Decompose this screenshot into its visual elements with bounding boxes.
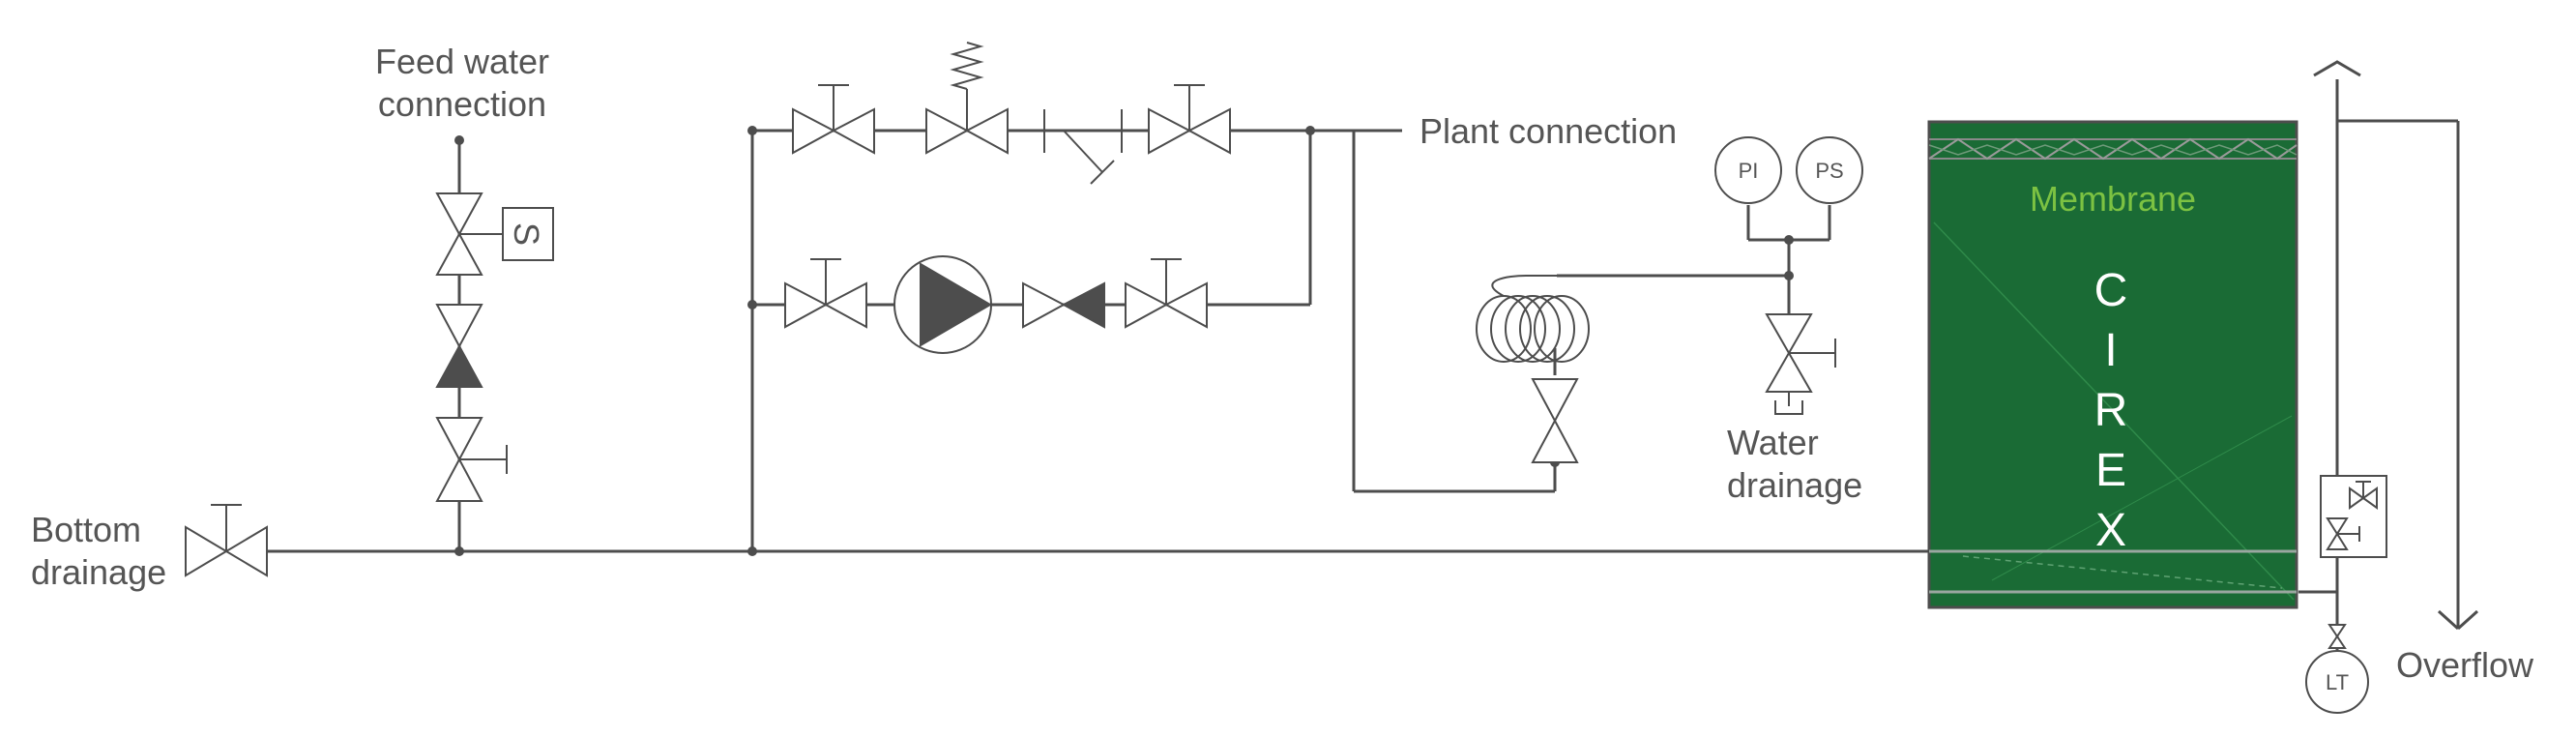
level-transmitter-valve [2327,624,2347,649]
water-drainage-label-line1: Water [1727,423,1819,462]
water-drainage-valve [1765,313,1836,415]
pump-inlet-valve [784,258,867,329]
pump-check-valve [1022,281,1105,329]
tank-letter-c: C [2094,265,2128,316]
tank-letter-r: R [2094,385,2128,436]
strainer [1043,109,1123,185]
upper-gate-valve-1 [792,84,875,155]
bottom-drainage-label-line2: drainage [31,552,166,592]
level-transmitter [2305,650,2369,714]
cooling-coil [1476,275,1590,363]
vent-cap [2313,60,2361,77]
cirex-tank [1927,120,2298,609]
plant-connection-label: Plant connection [1420,111,1677,151]
tank-letter-i: I [2104,325,2117,376]
membrane-label: Membrane [2030,179,2196,219]
coil-drain-valve [1531,378,1579,463]
upper-gate-valve-2 [1148,84,1231,155]
pressure-indicator [1714,136,1782,204]
junction-dots [454,126,1794,556]
tank-letter-e: E [2095,445,2126,496]
feed-water-isolation-valve [435,417,508,502]
level-transmitter-label: LT [2326,670,2349,694]
tank-letter-x: X [2095,505,2126,556]
pump [893,255,992,354]
bottom-drainage-valve [185,504,268,577]
feed-water-label-line1: Feed water [375,42,549,81]
level-valve-assembly [2320,475,2387,558]
feed-water-solenoid-valve [435,192,554,276]
pressure-switch [1796,136,1863,204]
pressure-indicator-label: PI [1739,159,1759,183]
solenoid-label: S [507,222,546,246]
feed-water-check-valve [435,304,483,388]
bottom-drainage-label-line1: Bottom [31,510,141,549]
overflow-funnel [2437,609,2479,631]
feed-water-label-line2: connection [378,84,546,124]
water-drainage-label-line2: drainage [1727,465,1862,505]
pressure-switch-label: PS [1815,159,1843,183]
pressure-relief-valve [925,42,1009,155]
overflow-label: Overflow [2396,645,2534,685]
pump-outlet-valve [1125,258,1208,329]
